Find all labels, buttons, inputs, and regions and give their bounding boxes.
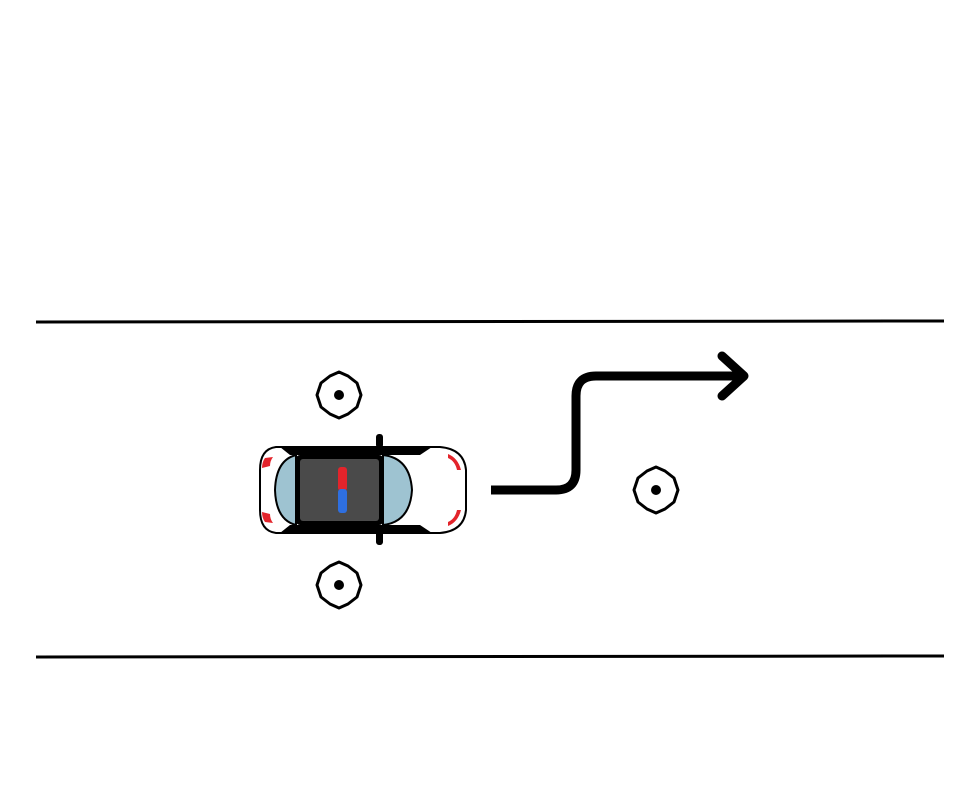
road-top-boundary — [35, 319, 945, 324]
road-bottom-boundary — [35, 654, 945, 659]
cone-marker-bottom — [315, 560, 363, 610]
front-light-bottom — [448, 510, 461, 526]
cone-marker-right — [632, 465, 680, 515]
windshield — [382, 453, 414, 527]
siren-red-icon — [338, 467, 347, 491]
rear-light-top — [262, 457, 273, 468]
rear-window — [273, 453, 297, 527]
rear-light-bottom — [262, 512, 273, 523]
police-car-icon — [259, 434, 467, 545]
front-light-top — [448, 454, 461, 470]
path-arrow — [491, 351, 749, 495]
path-line — [491, 371, 740, 495]
arrow-head-icon — [717, 351, 749, 401]
siren-blue-icon — [338, 489, 347, 513]
cone-marker-top — [315, 370, 363, 420]
